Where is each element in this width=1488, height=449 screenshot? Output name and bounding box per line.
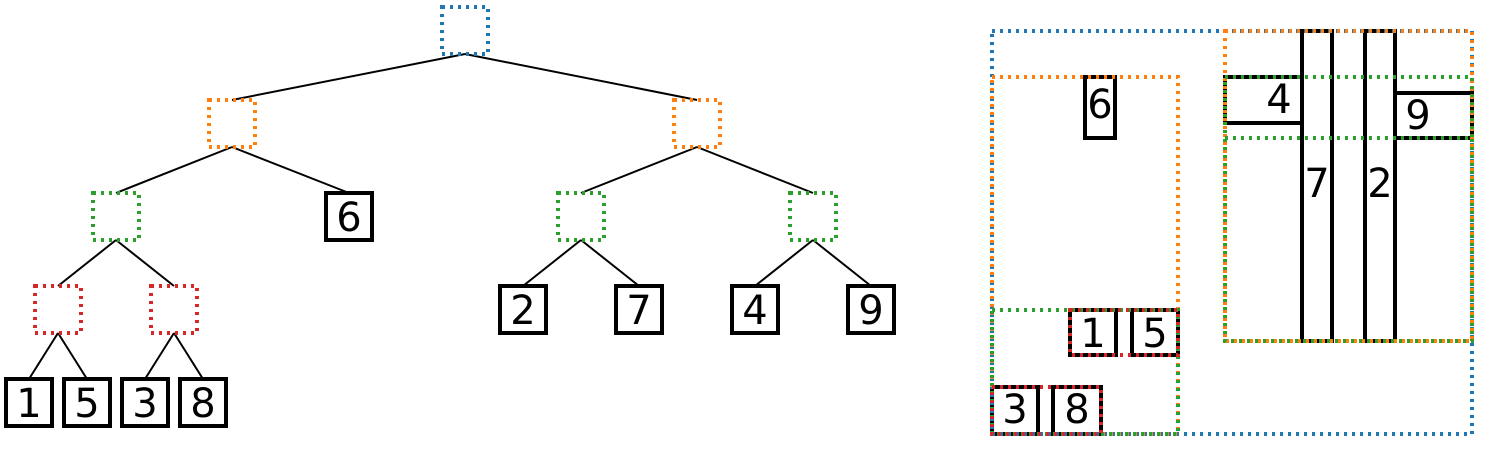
edge-l1-a: [115, 146, 233, 194]
layout-label: 2: [1367, 161, 1392, 207]
tree-leaf-label: 8: [190, 381, 215, 427]
layout-label: 3: [1002, 387, 1027, 433]
edge-r2b-b: [812, 239, 872, 287]
edge-r1-a: [580, 146, 698, 194]
tree-leaf-6: 6: [324, 191, 374, 242]
tree-node-r2a: [556, 191, 606, 242]
tree-leaf-1: 1: [4, 377, 54, 428]
tree-leaf-label: 4: [742, 288, 767, 334]
tree-leaf-label: 6: [336, 195, 361, 241]
edge-l1-b: [231, 146, 350, 194]
layout-label: 1: [1080, 311, 1105, 357]
layout-rect-1: 1: [1068, 308, 1118, 357]
region-green-2-7: [1223, 75, 1474, 140]
tree-leaf-label: 5: [74, 381, 99, 427]
tree-node-r1: [672, 98, 722, 149]
edge-r1-b: [696, 146, 814, 194]
layout-label: 8: [1064, 387, 1089, 433]
layout-rect-3: 3: [990, 385, 1040, 436]
tree-node-l2: [91, 191, 141, 242]
edge-r2b-a: [754, 239, 814, 287]
tree-leaf-label: 3: [132, 381, 157, 427]
edge-l3b-a: [144, 332, 175, 380]
edge-l3b-b: [173, 332, 204, 380]
layout-regions: [990, 29, 1474, 436]
layout-label: 7: [1304, 161, 1329, 207]
tree-edges: [28, 53, 872, 380]
layout-label: 9: [1405, 93, 1430, 139]
layout-rect-5: 5: [1130, 308, 1180, 357]
edge-l2-b: [115, 239, 175, 287]
layout-rect-8: 8: [1051, 385, 1103, 436]
edge-l2-a: [57, 239, 117, 287]
layout-label: 5: [1142, 311, 1167, 357]
edge-root-left: [231, 53, 466, 101]
region-green-4-9: [1223, 136, 1474, 343]
tree-leaf-label: 2: [510, 288, 535, 334]
tree-leaf-3: 3: [120, 377, 170, 428]
tree-leaf-nodes: 6 2 7 4 9 1 5: [4, 191, 896, 428]
tree-view: 6 2 7 4 9 1 5: [4, 5, 896, 428]
layout-rect-2: 2: [1363, 29, 1397, 343]
region-right-orange: [1223, 29, 1474, 343]
tree-leaf-7: 7: [614, 284, 664, 335]
edge-l3a-b: [57, 332, 88, 380]
edge-r2a-b: [580, 239, 640, 287]
tree-leaf-label: 1: [16, 381, 41, 427]
edge-root-right: [464, 53, 698, 101]
tree-node-root: [440, 5, 490, 56]
layout-leaves: 6 1 5 3 8 4 9: [990, 29, 1474, 436]
region-red-3-8: [990, 385, 1103, 436]
tree-node-l3b: [149, 284, 199, 335]
layout-label: 4: [1266, 77, 1291, 123]
tree-leaf-9: 9: [846, 284, 896, 335]
tree-leaf-5: 5: [62, 377, 112, 428]
tree-leaf-4: 4: [730, 284, 780, 335]
layout-label: 6: [1087, 82, 1112, 128]
region-red-1-5: [1068, 308, 1180, 357]
layout-view: 6 1 5 3 8 4 9: [990, 29, 1474, 436]
tree-node-r2b: [788, 191, 838, 242]
tree-node-l1: [207, 98, 257, 149]
tree-internal-nodes: [33, 5, 838, 335]
tree-leaf-8: 8: [178, 377, 228, 428]
edge-r2a-a: [522, 239, 582, 287]
region-green-left: [990, 308, 1180, 436]
tree-leaf-label: 9: [858, 288, 883, 334]
edge-l3a-a: [28, 332, 59, 380]
tree-leaf-label: 7: [626, 288, 651, 334]
tree-leaf-2: 2: [498, 284, 548, 335]
tree-node-l3a: [33, 284, 83, 335]
layout-rect-6: 6: [1083, 75, 1117, 140]
